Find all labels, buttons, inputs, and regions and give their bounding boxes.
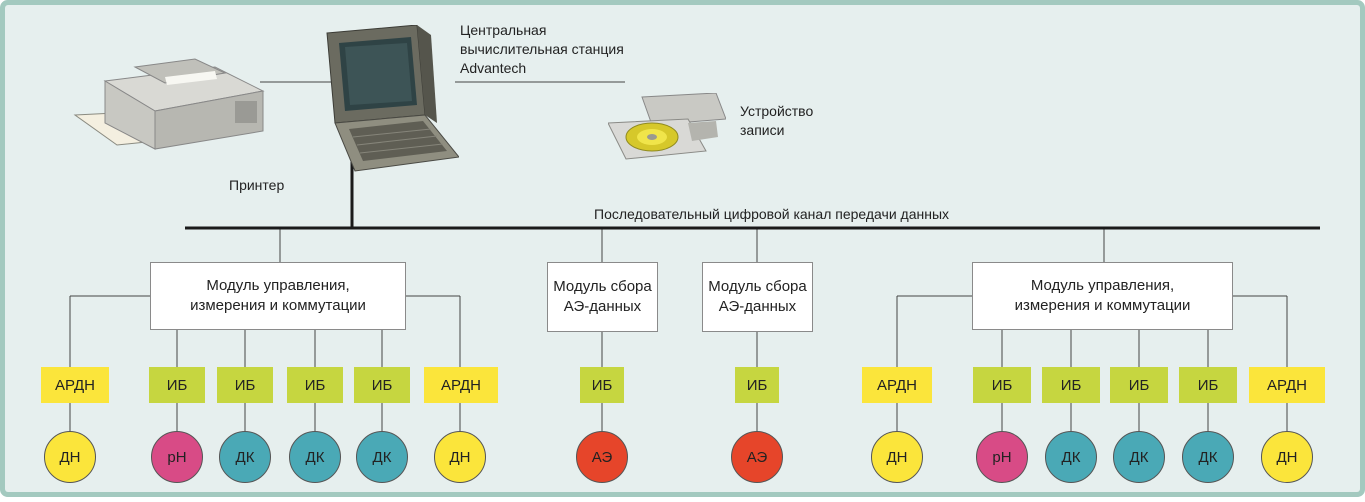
- sensor-dk-1: ДК: [219, 431, 271, 483]
- sensor-dn-1: ДН: [44, 431, 96, 483]
- sensor-ae-2: АЭ: [731, 431, 783, 483]
- sensor-dk-2: ДК: [289, 431, 341, 483]
- ardn-unit-3: АРДН: [862, 367, 932, 403]
- printer-label: Принтер: [229, 177, 285, 193]
- recorder-label: Устройство записи: [740, 103, 814, 138]
- ib-unit-ae-1: ИБ: [580, 367, 624, 403]
- ae-module-1: Модуль сбора АЭ-данных: [547, 262, 658, 332]
- ib-unit-5: ИБ: [973, 367, 1031, 403]
- sensor-dk-6: ДК: [1182, 431, 1234, 483]
- ib-unit-7: ИБ: [1110, 367, 1168, 403]
- bus-label: Последовательный цифровой канал передачи…: [594, 206, 950, 222]
- sensor-dk-5: ДК: [1113, 431, 1165, 483]
- control-module-left: Модуль управления, измерения и коммутаци…: [150, 262, 406, 330]
- control-module-right: Модуль управления, измерения и коммутаци…: [972, 262, 1233, 330]
- ib-unit-6: ИБ: [1042, 367, 1100, 403]
- workstation-icon: [326, 25, 459, 172]
- connection-lines: [69, 81, 1320, 431]
- sensor-dk-3: ДК: [356, 431, 408, 483]
- link-lines: [69, 81, 1288, 431]
- ib-unit-2: ИБ: [217, 367, 273, 403]
- sensor-dn-3: ДН: [871, 431, 923, 483]
- printer-icon: [73, 58, 265, 150]
- ae-module-2: Модуль сбора АЭ-данных: [702, 262, 813, 332]
- sensor-dk-4: ДК: [1045, 431, 1097, 483]
- ardn-unit-1: АРДН: [41, 367, 109, 403]
- sensor-dn-2: ДН: [434, 431, 486, 483]
- ardn-unit-4: АРДН: [1249, 367, 1325, 403]
- sensor-ph-1: pH: [151, 431, 203, 483]
- sensor-dn-4: ДН: [1261, 431, 1313, 483]
- station-label: Центральная вычислительная станция Advan…: [460, 22, 624, 76]
- ib-unit-1: ИБ: [149, 367, 205, 403]
- ardn-unit-2: АРДН: [424, 367, 498, 403]
- diagram-canvas: Центральная вычислительная станция Advan…: [5, 5, 1360, 492]
- ib-unit-3: ИБ: [287, 367, 343, 403]
- ib-unit-4: ИБ: [354, 367, 410, 403]
- ib-unit-ae-2: ИБ: [735, 367, 779, 403]
- ib-unit-8: ИБ: [1179, 367, 1237, 403]
- cd-recorder-icon: [608, 93, 726, 160]
- sensor-ae-1: АЭ: [576, 431, 628, 483]
- sensor-ph-2: pH: [976, 431, 1028, 483]
